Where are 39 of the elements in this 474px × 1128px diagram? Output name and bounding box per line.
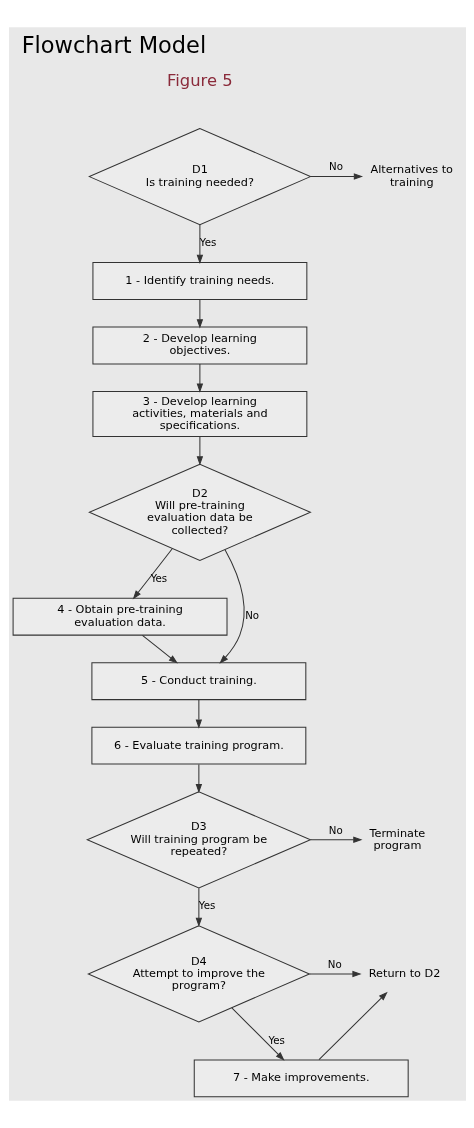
label: Figure 5 <box>166 71 233 91</box>
arrow <box>141 634 178 664</box>
arrow <box>218 549 245 664</box>
edge-label: No <box>244 610 259 622</box>
edge-label: Yes <box>150 572 167 584</box>
arrow <box>196 363 203 393</box>
node-box: 4 - Obtain pre-training evaluation data. <box>12 597 227 636</box>
node-box: 5 - Conduct training. <box>90 662 306 701</box>
node-box: 7 - Make improvements. <box>193 1059 409 1098</box>
arrow <box>195 699 202 729</box>
node-diamond: D2 Will pre-training evaluation data be collected? <box>87 463 312 561</box>
node-text: Terminate program <box>369 826 425 852</box>
edge-label: Yes <box>199 237 216 249</box>
node-diamond: D1 Is training needed? <box>87 127 312 226</box>
node-diamond: D3 Will training program be repeated? <box>85 791 312 889</box>
arrow <box>308 970 362 978</box>
node-box: 3 - Develop learning activities, materials and specifications. <box>91 391 307 438</box>
arrow <box>318 991 388 1061</box>
arrow <box>196 224 203 265</box>
node-box: 1 - Identify training needs. <box>91 262 307 300</box>
node-diamond: D4 Attempt to improve the program? <box>86 925 311 1023</box>
arrow <box>132 548 173 600</box>
arrow <box>309 173 363 180</box>
node-text: Alternatives to training <box>370 163 453 189</box>
arrow <box>196 436 203 466</box>
edge-label: Yes <box>198 900 215 912</box>
edge-label: No <box>327 958 342 970</box>
arrow <box>309 836 362 844</box>
node-text: Return to D2 <box>368 966 440 980</box>
edge-label: No <box>328 824 343 836</box>
edge-label: No <box>328 161 343 173</box>
node-box: 6 - Evaluate training program. <box>90 726 306 765</box>
node-box: 2 - Develop learning objectives. <box>91 326 307 365</box>
diagram-title: Flowchart Model <box>21 32 206 59</box>
arrow <box>230 1007 285 1061</box>
arrow <box>196 299 203 329</box>
arrow <box>195 763 202 794</box>
edge-label: Yes <box>267 1034 285 1046</box>
arrow <box>195 887 202 928</box>
